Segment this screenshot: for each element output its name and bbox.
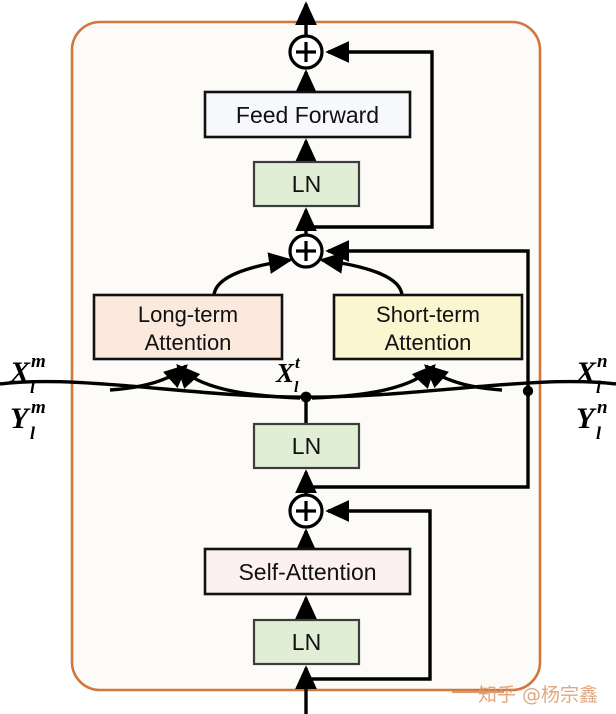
label-center-sub: l [294,379,299,396]
label-left-x-sup: m [31,351,46,372]
label-right-y-base: Y [576,402,597,435]
edge-top-residual [306,41,434,229]
watermark: 知乎 @杨宗鑫 [452,684,598,706]
label-left-input-y: Y m l [10,397,46,443]
right-rail-junction-dot [522,385,534,397]
label-center-token: X t l [275,353,301,396]
label-right-y-sup: n [597,397,608,418]
token-junction-dot [300,391,312,403]
block-self-attention[interactable]: Self-Attention [203,547,412,596]
block-short-term-attention[interactable]: Short-term Attention [332,293,524,361]
label-center-sup: t [295,353,301,372]
block-short-term-attention-label-line1: Short-term [376,302,480,327]
edge-leftinput-to-long-term [109,364,189,392]
adder-top[interactable] [288,34,324,70]
label-left-y-sub: l [30,423,35,443]
block-feed-forward[interactable]: Feed Forward [203,90,412,139]
edge-long-term-to-add [212,252,293,296]
watermark-text: 知乎 @杨宗鑫 [478,684,598,706]
label-left-x-sub: l [30,377,35,397]
block-short-term-attention-label-line2: Attention [385,330,472,355]
adder-bottom[interactable] [288,493,324,529]
label-right-x-sup: n [597,351,608,372]
block-feed-forward-label: Feed Forward [236,102,379,128]
label-right-input-x: X n l [575,351,608,397]
edge-short-term-to-add [319,252,404,296]
block-ln-top-label: LN [292,171,321,197]
block-long-term-attention[interactable]: Long-term Attention [92,293,284,361]
label-center-base: X [275,358,295,388]
edge-midlevel-residual [306,240,530,489]
edge-bottom-residual [306,500,432,681]
adder-mid[interactable] [288,233,324,269]
label-right-x-sub: l [596,377,601,397]
block-self-attention-label: Self-Attention [238,559,376,585]
label-right-input-y: Y n l [576,397,608,443]
block-ln-top[interactable]: LN [252,160,361,208]
label-left-input-x: X m l [9,351,46,397]
block-ln-bottom-label: LN [292,629,321,655]
block-long-term-attention-label-line1: Long-term [138,302,238,327]
label-right-y-sub: l [596,423,601,443]
label-left-x-base: X [9,356,31,389]
label-right-x-base: X [575,356,597,389]
block-ln-mid[interactable]: LN [252,422,361,470]
block-long-term-attention-label-line2: Attention [145,330,232,355]
block-ln-bottom[interactable]: LN [252,618,361,666]
label-left-y-sup: m [31,397,46,418]
label-left-y-base: Y [10,402,31,435]
edge-rightinput-to-short-term [423,364,503,392]
block-ln-mid-label: LN [292,433,321,459]
